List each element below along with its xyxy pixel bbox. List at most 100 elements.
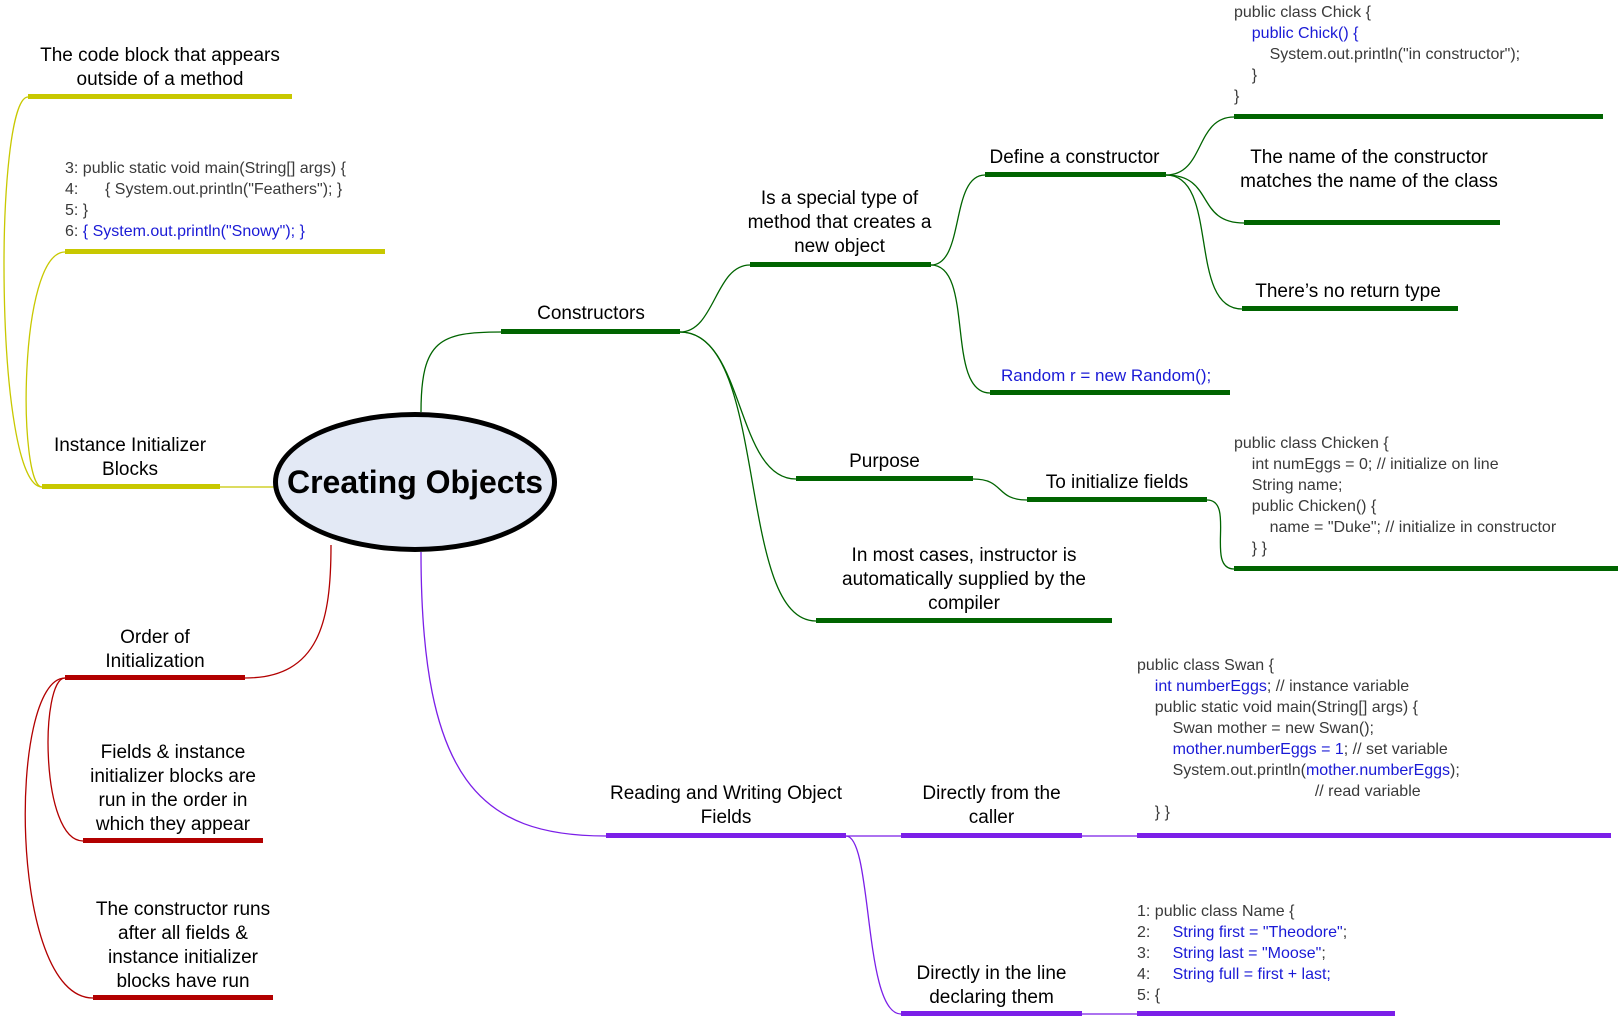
node-purpose[interactable]: Purpose (849, 451, 920, 472)
node-default-constructor[interactable]: In most cases, instructor is automatical… (842, 545, 1086, 614)
code-text: 3: (1137, 945, 1173, 962)
connector (845, 835, 902, 1015)
node-underline (750, 262, 931, 267)
code-text: public class Swan { (1137, 657, 1274, 674)
code-text: 5: { (1137, 987, 1161, 1004)
code-text: public class Chicken { (1234, 435, 1389, 452)
code-text: 5: } (65, 202, 89, 219)
code-line: public static void main(String[] args) { (1137, 697, 1460, 718)
node-reading-writing-fields[interactable]: Reading and Writing Object Fields (610, 783, 842, 828)
node-underline (901, 833, 1082, 838)
code-text: } (1234, 67, 1258, 84)
node-initialize-fields[interactable]: To initialize fields (1045, 472, 1189, 493)
connector (679, 331, 817, 622)
node-underline (1244, 220, 1500, 225)
node-no-return-type[interactable]: There’s no return type (1255, 281, 1441, 302)
connector (1165, 174, 1245, 224)
code-line: 3: String last = "Moose"; (1137, 943, 1347, 964)
node-name-rule[interactable]: The name of the constructor matches the … (1240, 147, 1498, 192)
connector (25, 251, 66, 488)
code-line: int numberEggs; // instance variable (1137, 676, 1460, 697)
node-initializer-definition[interactable]: The code block that appears outside of a… (40, 45, 280, 90)
central-topic[interactable]: Creating Objects (273, 412, 557, 552)
code-text: Swan mother = new Swan(); (1137, 720, 1374, 737)
node-underline (1137, 1011, 1395, 1016)
connector (679, 264, 751, 333)
code-text: name = "Duke"; // initialize in construc… (1234, 519, 1557, 536)
code-line: mother.numberEggs = 1; // set variable (1137, 739, 1460, 760)
node-underline (501, 329, 680, 334)
node-underline (990, 390, 1230, 395)
node-underline (93, 995, 273, 1000)
code-text: ; (1321, 945, 1326, 962)
code-highlight: String full = first + last; (1172, 966, 1331, 983)
node-constructors[interactable]: Constructors (537, 303, 645, 324)
node-underline (83, 838, 263, 843)
code-line: 4: { System.out.println("Feathers"); } (65, 179, 346, 200)
code-text: 3: public static void main(String[] args… (65, 160, 347, 177)
code-highlight: { System.out.println("Snowy"); } (82, 223, 305, 240)
connector (972, 478, 1028, 501)
code-text: } } (1137, 804, 1170, 821)
code-line: String name; (1234, 475, 1556, 496)
code-highlight: public Chick() { (1251, 25, 1359, 42)
code-text: int numEggs = 0; // initialize on line (1234, 456, 1499, 473)
code-line: } (1234, 65, 1520, 86)
code-text: public Chicken() { (1234, 498, 1377, 515)
node-order-of-initialization[interactable]: Order of Initialization (105, 627, 205, 672)
code-text (1137, 741, 1173, 758)
node-directly-in-declaration[interactable]: Directly in the line declaring them (916, 963, 1067, 1008)
connector (1165, 116, 1235, 176)
code-text (1234, 25, 1252, 42)
node-directly-from-caller[interactable]: Directly from the caller (922, 783, 1061, 828)
code-text: ); (1450, 762, 1460, 779)
code-text: 4: (1137, 966, 1173, 983)
code-text: ; (1342, 924, 1348, 941)
node-underline (985, 172, 1166, 177)
code-text (1137, 678, 1155, 695)
code-line: 5: { (1137, 985, 1347, 1006)
code-text: 1: public class Name { (1137, 903, 1295, 920)
node-order-rule-1[interactable]: Fields & instance initializer blocks are… (90, 742, 256, 835)
connector (1165, 174, 1243, 310)
code-text: 6: (65, 223, 83, 240)
node-underline (65, 249, 385, 254)
code-text: System.out.println("in constructor"); (1234, 46, 1521, 63)
code-line: public class Swan { (1137, 655, 1460, 676)
code-text: ; // instance variable (1266, 678, 1410, 695)
code-snippet-chicken: public class Chicken { int numEggs = 0; … (1234, 433, 1556, 559)
node-underline (901, 1011, 1082, 1016)
connector (679, 331, 797, 480)
code-text: System.out.println( (1137, 762, 1306, 779)
code-line: } } (1137, 802, 1460, 823)
code-text: public static void main(String[] args) { (1137, 699, 1418, 716)
code-text: public class Chick { (1234, 4, 1371, 21)
node-random-example[interactable]: Random r = new Random(); (1001, 366, 1212, 385)
connector (3, 96, 43, 488)
code-highlight: String last = "Moose" (1172, 945, 1322, 962)
code-highlight: mother.numberEggs = 1 (1172, 741, 1344, 758)
code-text: // read variable (1137, 783, 1421, 800)
code-highlight: mother.numberEggs (1305, 762, 1451, 779)
node-order-rule-2[interactable]: The constructor runs after all fields & … (95, 899, 271, 992)
code-line: 1: public class Name { (1137, 901, 1347, 922)
node-underline (42, 484, 220, 489)
connector (420, 551, 607, 837)
code-line: Swan mother = new Swan(); (1137, 718, 1460, 739)
code-text: 4: { System.out.println("Feathers"); } (65, 181, 343, 198)
connector (244, 544, 332, 679)
connector (930, 264, 991, 394)
node-define-constructor[interactable]: Define a constructor (989, 147, 1160, 168)
connector (1206, 499, 1235, 570)
code-line: 6: { System.out.println("Snowy"); } (65, 221, 346, 242)
code-text: String name; (1234, 477, 1343, 494)
node-instance-initializer[interactable]: Instance Initializer Blocks (53, 435, 207, 480)
node-underline (1027, 497, 1207, 502)
node-special-method[interactable]: Is a special type of method that creates… (747, 188, 932, 257)
node-underline (1234, 114, 1603, 119)
node-underline (606, 833, 846, 838)
code-snippet-name: 1: public class Name {2: String first = … (1137, 901, 1347, 1006)
node-underline (28, 94, 292, 99)
